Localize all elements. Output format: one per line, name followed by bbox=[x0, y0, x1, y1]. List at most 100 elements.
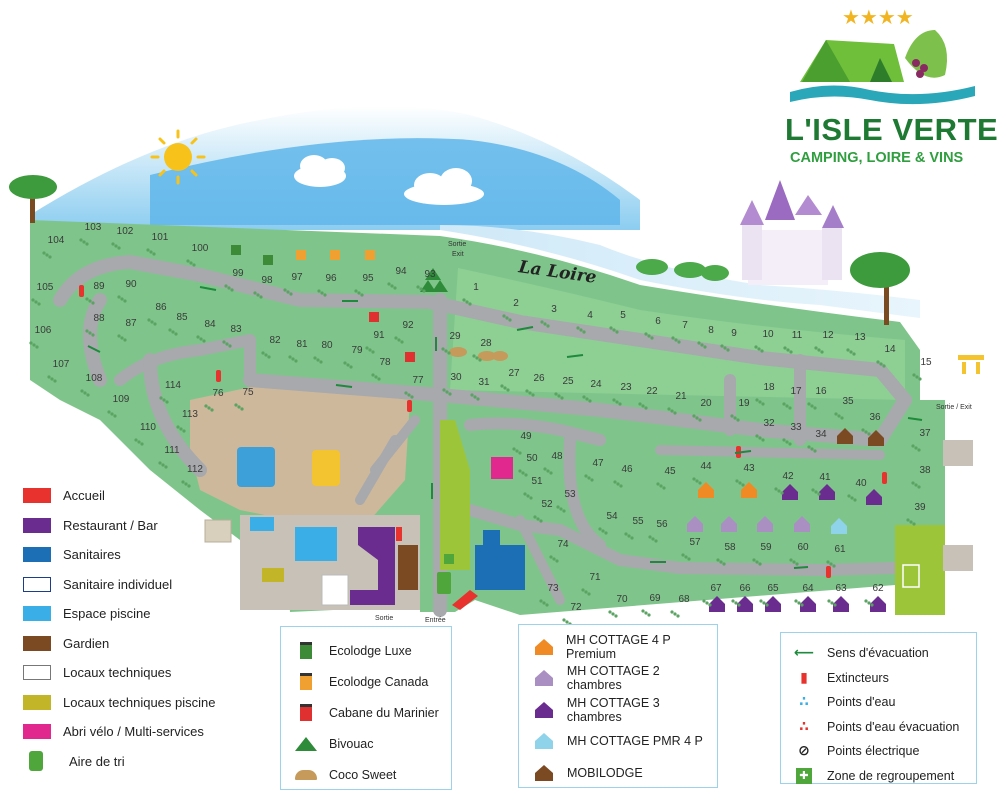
legend-swatch bbox=[23, 517, 51, 533]
hedge-dot bbox=[196, 335, 200, 339]
plot-number: 58 bbox=[724, 542, 736, 553]
hedge-dot bbox=[641, 404, 645, 408]
legend-label: MOBILODGE bbox=[567, 765, 643, 780]
hedge-dot bbox=[734, 601, 738, 605]
plot-number: 104 bbox=[48, 235, 65, 246]
legend-label: Locaux techniques piscine bbox=[63, 694, 216, 710]
hedge-dot bbox=[867, 601, 871, 605]
hedge-dot bbox=[741, 483, 745, 487]
hedge-dot bbox=[834, 412, 838, 416]
hedge-dot bbox=[174, 332, 178, 336]
legend-item: Sanitaires bbox=[23, 540, 216, 570]
legend-item: Sanitaire individuel bbox=[23, 570, 216, 600]
plot-number: 46 bbox=[621, 464, 633, 475]
plot-number: 55 bbox=[632, 516, 644, 527]
legend-item: Espace piscine bbox=[23, 599, 216, 629]
hedge-dot bbox=[917, 485, 921, 489]
plot-number: 103 bbox=[85, 222, 102, 233]
hedge-dot bbox=[648, 535, 652, 539]
plot-number: 47 bbox=[592, 458, 604, 469]
hedge-dot bbox=[671, 336, 675, 340]
hedge-dot bbox=[810, 404, 814, 408]
hedge-dot bbox=[31, 298, 35, 302]
hedge-dot bbox=[914, 483, 918, 487]
tech-room-pool bbox=[262, 568, 284, 582]
hedge-dot bbox=[107, 410, 111, 414]
hedge-dot bbox=[546, 469, 550, 473]
hedge-dot bbox=[774, 487, 778, 491]
hedge-dot bbox=[556, 505, 560, 509]
plot-number: 49 bbox=[520, 431, 532, 442]
plot-number: 90 bbox=[125, 279, 137, 290]
plot-number: 36 bbox=[869, 412, 881, 423]
hedge-dot bbox=[911, 481, 915, 485]
hedge-dot bbox=[83, 391, 87, 395]
small-pool bbox=[250, 517, 274, 531]
hedge-dot bbox=[758, 400, 762, 404]
hedge-dot bbox=[91, 333, 95, 337]
hedge-dot bbox=[630, 536, 634, 540]
sky-band bbox=[150, 138, 620, 225]
hedge-dot bbox=[29, 341, 33, 345]
hedge-dot bbox=[134, 438, 138, 442]
hedge-dot bbox=[720, 344, 724, 348]
hedge-dot bbox=[705, 601, 709, 605]
hedge-dot bbox=[792, 560, 796, 564]
hedge-dot bbox=[539, 519, 543, 523]
hedge-dot bbox=[159, 396, 163, 400]
brand-subtitle: CAMPING, LOIRE & VINS bbox=[790, 150, 964, 166]
lime-strip bbox=[440, 420, 470, 570]
hedge-dot bbox=[91, 301, 95, 305]
hedge-dot bbox=[123, 299, 127, 303]
hedge-dot bbox=[644, 332, 648, 336]
plot-number: 1 bbox=[473, 282, 479, 293]
legend-item: Ecolodge Luxe bbox=[295, 635, 451, 666]
hedge-dot bbox=[234, 403, 238, 407]
grass-zone-river bbox=[450, 268, 905, 400]
hedge-dot bbox=[726, 348, 730, 352]
accueil-entry bbox=[452, 590, 478, 610]
hedge-dot bbox=[840, 416, 844, 420]
hedge-dot bbox=[782, 438, 786, 442]
plot-number: 63 bbox=[835, 583, 847, 594]
hedge-dot bbox=[870, 603, 874, 607]
hedge-dot bbox=[722, 562, 726, 566]
pool-rect bbox=[295, 527, 337, 561]
hedge-dot bbox=[638, 402, 642, 406]
hedge-dot bbox=[587, 476, 591, 480]
plot-number: 78 bbox=[379, 357, 391, 368]
hedge-dot bbox=[788, 442, 792, 446]
hedge-dot bbox=[612, 328, 616, 332]
hedge-dot bbox=[320, 291, 324, 295]
plot-number: 81 bbox=[296, 339, 308, 350]
legend-item: Bivouac bbox=[295, 728, 451, 759]
plot-number: 111 bbox=[164, 445, 180, 456]
tree-icon bbox=[850, 252, 910, 325]
bivouac-icon bbox=[420, 268, 448, 292]
hedge-dot bbox=[117, 334, 121, 338]
legend-item: ∴Points d'eau bbox=[793, 690, 976, 715]
hedge-dot bbox=[422, 289, 426, 293]
legend-item: Aire de tri bbox=[23, 747, 216, 777]
legend-item: MH COTTAGE PMR 4 P bbox=[533, 726, 717, 758]
hedge-dot bbox=[736, 418, 740, 422]
legend-label: MH COTTAGE PMR 4 P bbox=[567, 734, 703, 749]
hedge-dot bbox=[410, 395, 414, 399]
hedge-dot bbox=[876, 360, 880, 364]
hedge-dot bbox=[549, 555, 553, 559]
legend-item: Accueil bbox=[23, 481, 216, 511]
legend-swatch bbox=[23, 724, 51, 740]
plot-number: 38 bbox=[919, 465, 931, 476]
tent-logo-icon bbox=[790, 30, 975, 105]
hedge-dot bbox=[113, 414, 117, 418]
legend-item: MH COTTAGE 2 chambres bbox=[533, 663, 717, 695]
plot-number: 17 bbox=[790, 386, 802, 397]
hedge-dot bbox=[565, 620, 569, 624]
hedge-dot bbox=[560, 396, 564, 400]
hedge-dot bbox=[267, 355, 271, 359]
hedge-dot bbox=[88, 331, 92, 335]
hedge-dot bbox=[88, 299, 92, 303]
hedge-dot bbox=[264, 353, 268, 357]
hedge-dot bbox=[222, 340, 226, 344]
hedge-dot bbox=[864, 599, 868, 603]
